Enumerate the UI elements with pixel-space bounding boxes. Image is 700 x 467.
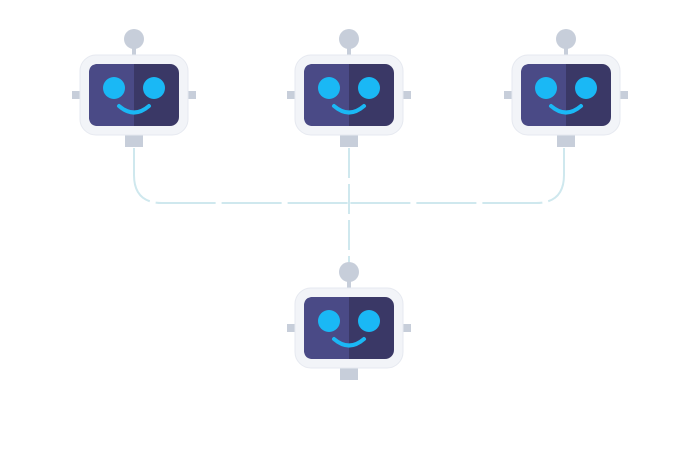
connector-right-to-bottom — [349, 148, 565, 204]
left-ear — [72, 91, 80, 99]
neck — [557, 133, 575, 147]
left-ear — [287, 91, 295, 99]
bot-left — [72, 29, 196, 147]
right-eye — [575, 77, 597, 99]
bot-center — [287, 29, 411, 147]
right-eye — [143, 77, 165, 99]
neck — [340, 366, 358, 380]
bot-right — [504, 29, 628, 147]
right-ear — [620, 91, 628, 99]
antenna-stem — [564, 47, 568, 61]
left-eye — [103, 77, 125, 99]
antenna-ball — [339, 262, 359, 282]
antenna-ball — [556, 29, 576, 49]
right-eye — [358, 310, 380, 332]
left-ear — [504, 91, 512, 99]
left-eye — [318, 77, 340, 99]
antenna-stem — [347, 280, 351, 294]
antenna-ball — [124, 29, 144, 49]
connector-left-to-bottom — [133, 148, 349, 204]
antenna-stem — [347, 47, 351, 61]
left-eye — [318, 310, 340, 332]
left-eye — [535, 77, 557, 99]
neck — [340, 133, 358, 147]
smile — [332, 104, 366, 115]
connector-lines — [133, 148, 565, 262]
right-ear — [403, 324, 411, 332]
smile — [332, 337, 366, 348]
right-ear — [403, 91, 411, 99]
neck — [125, 133, 143, 147]
smile — [549, 104, 583, 115]
right-eye — [358, 77, 380, 99]
bot-bottom — [287, 262, 411, 380]
antenna-ball — [339, 29, 359, 49]
right-ear — [188, 91, 196, 99]
smile — [117, 104, 151, 115]
antenna-stem — [132, 47, 136, 61]
left-ear — [287, 324, 295, 332]
